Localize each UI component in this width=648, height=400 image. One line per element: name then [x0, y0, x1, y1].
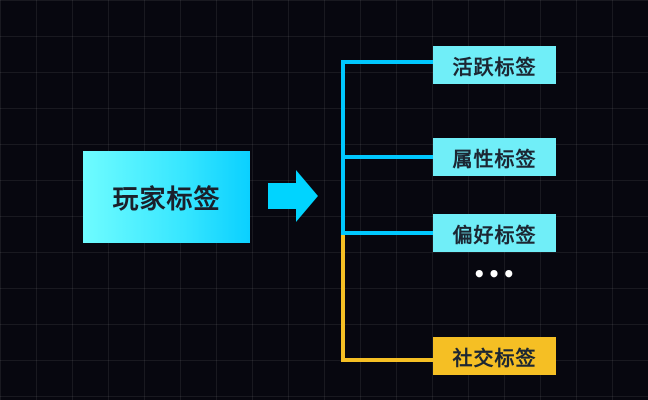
root-node-label: 玩家标签 — [112, 184, 221, 215]
child-node-label: 属性标签 — [452, 146, 537, 171]
child-node-preference-tags: 偏好标签 — [433, 214, 556, 252]
child-node-active-tags: 活跃标签 — [433, 46, 556, 84]
child-node-social-tags: 社交标签 — [433, 337, 556, 375]
child-node-label: 活跃标签 — [452, 54, 537, 79]
child-node-label: 社交标签 — [452, 345, 537, 370]
child-node-attribute-tags: 属性标签 — [433, 138, 556, 176]
right-arrow-icon — [268, 170, 318, 222]
child-node-label: 偏好标签 — [452, 222, 537, 247]
arrow-shape — [268, 170, 318, 222]
more-ellipsis: ••• — [472, 262, 518, 286]
root-node-player-tags: 玩家标签 — [83, 151, 250, 243]
